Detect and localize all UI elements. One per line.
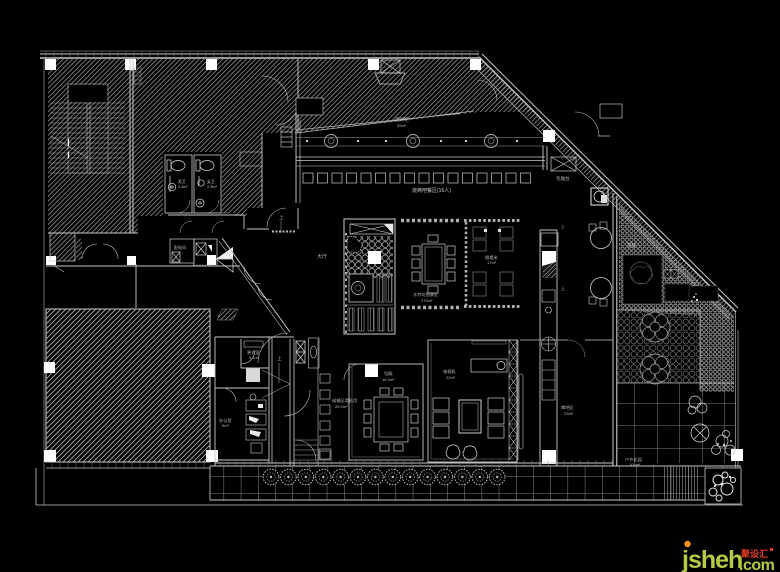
svg-text:3.1m²: 3.1m² — [249, 355, 260, 360]
svg-text:更衣室: 更衣室 — [247, 349, 260, 356]
svg-text:17m²: 17m² — [487, 260, 497, 265]
svg-text:花架: 花架 — [627, 242, 636, 249]
svg-text:.com: .com — [739, 557, 775, 572]
svg-text:25.9m²: 25.9m² — [335, 404, 348, 409]
svg-text:烧烤吧餐区(16人): 烧烤吧餐区(16人) — [412, 187, 451, 194]
svg-text:男卫: 男卫 — [178, 179, 186, 184]
svg-text:烧烤吧: 烧烤吧 — [395, 116, 409, 123]
svg-text:户外花园: 户外花园 — [625, 456, 642, 463]
svg-text:水井坊围餐区: 水井坊围餐区 — [413, 291, 438, 298]
svg-text:jsheh: jsheh — [681, 546, 742, 572]
svg-text:聚设汇: 聚设汇 — [740, 548, 768, 559]
svg-text:上: 上 — [561, 223, 565, 229]
svg-text:9m²: 9m² — [222, 423, 230, 428]
svg-text:办公室: 办公室 — [219, 417, 232, 424]
svg-text:2.3m²: 2.3m² — [207, 185, 217, 189]
svg-text:配电间: 配电间 — [174, 244, 186, 250]
svg-text:候餐区墙纸用: 候餐区墙纸用 — [332, 397, 357, 404]
svg-text:包厢: 包厢 — [384, 370, 392, 377]
svg-text:23m²: 23m² — [564, 411, 574, 416]
svg-text:170m²: 170m² — [421, 298, 433, 303]
svg-text:榻榻米: 榻榻米 — [485, 254, 498, 261]
svg-text:2.3m²: 2.3m² — [178, 185, 188, 189]
svg-text:上: 上 — [277, 355, 282, 361]
svg-text:喝吧区: 喝吧区 — [561, 405, 574, 411]
svg-text:大厅: 大厅 — [317, 253, 327, 260]
svg-text:电视机: 电视机 — [443, 368, 456, 375]
svg-text:108m²: 108m² — [629, 462, 641, 467]
svg-text:29m²: 29m² — [397, 123, 407, 128]
svg-text:包厢台: 包厢台 — [556, 175, 570, 182]
svg-text:上: 上 — [561, 285, 565, 291]
svg-text:女卫: 女卫 — [207, 179, 215, 184]
svg-text:上: 上 — [279, 214, 284, 220]
svg-text:22m²: 22m² — [446, 375, 456, 380]
svg-text:15.3m²: 15.3m² — [382, 377, 395, 382]
